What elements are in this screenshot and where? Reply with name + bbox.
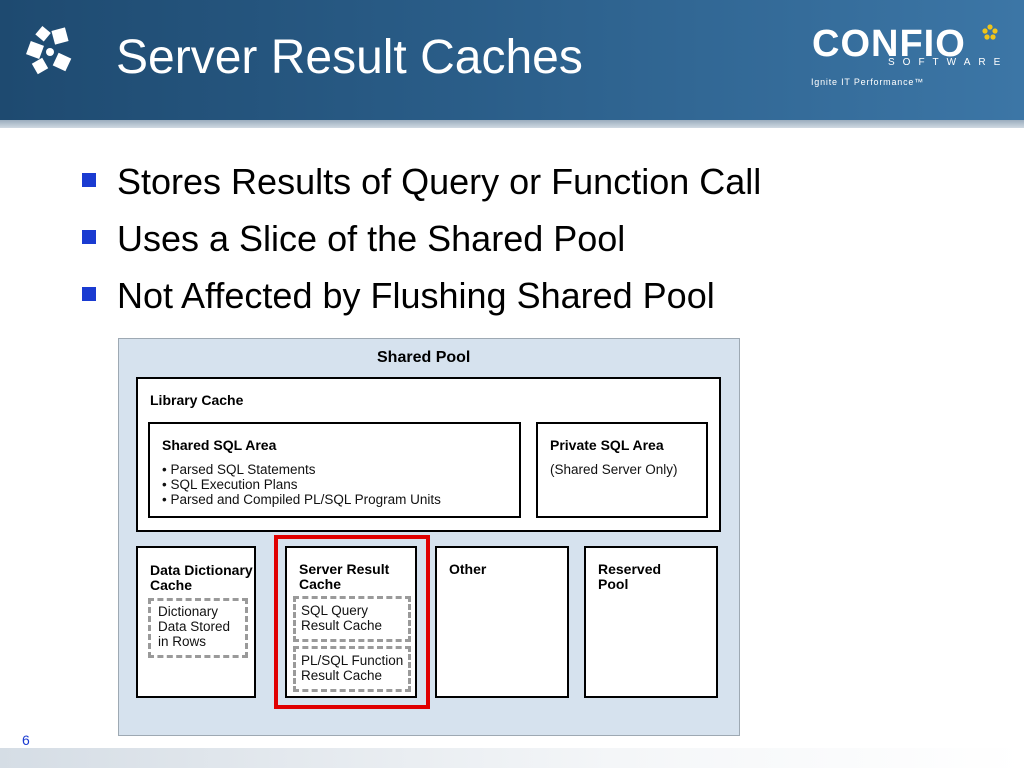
plsql-function-line: Result Cache xyxy=(301,668,383,683)
private-sql-area-title: Private SQL Area xyxy=(550,437,664,453)
bullet-text: Not Affected by Flushing Shared Pool xyxy=(117,275,715,316)
logo-wordmark: CONFIO xyxy=(812,23,966,65)
page-number: 6 xyxy=(22,732,30,748)
reserved-pool-label: Reserved xyxy=(598,561,662,577)
dictionary-rows-line: Dictionary xyxy=(158,604,219,619)
sql-query-line: Result Cache xyxy=(301,618,383,633)
private-sql-area-note: (Shared Server Only) xyxy=(550,462,678,477)
shared-sql-area-title: Shared SQL Area xyxy=(162,437,277,453)
shared-sql-area-box: Shared SQL Area • Parsed SQL Statements … xyxy=(148,422,521,518)
slide-header: Server Result Caches CONFIO SOFTWARE Ign… xyxy=(0,0,1024,120)
slide-title: Server Result Caches xyxy=(116,31,583,84)
data-dictionary-title: Data Dictionary xyxy=(150,562,253,578)
logo-star-icon xyxy=(982,24,998,40)
sql-query-line: SQL Query xyxy=(301,603,369,618)
dictionary-rows-line: in Rows xyxy=(158,634,207,649)
plsql-function-line: PL/SQL Function xyxy=(301,653,404,668)
shared-pool-label: Shared Pool xyxy=(377,349,471,366)
server-result-cache-highlight xyxy=(274,535,430,709)
data-dictionary-title-line2: Cache xyxy=(150,577,193,593)
bullet-text: Stores Results of Query or Function Call xyxy=(117,161,762,202)
reserved-pool-label-line2: Pool xyxy=(598,576,629,592)
shared-sql-item: • Parsed and Compiled PL/SQL Program Uni… xyxy=(162,492,441,507)
server-result-cache-title: Server Result xyxy=(299,561,390,577)
shared-sql-item: • Parsed SQL Statements xyxy=(162,462,316,477)
data-dictionary-cache-box: Data Dictionary Cache Dictionary Data St… xyxy=(136,546,256,698)
confio-logo: CONFIO SOFTWARE Ignite IT Performance™ xyxy=(811,22,1002,92)
bullet-text: Uses a Slice of the Shared Pool xyxy=(117,218,626,259)
header-divider xyxy=(0,120,1024,128)
reserved-pool-box: Reserved Pool xyxy=(584,546,718,698)
logo-software: SOFTWARE xyxy=(888,57,1009,68)
library-cache-label: Library Cache xyxy=(150,392,244,408)
other-box: Other xyxy=(435,546,569,698)
footer-strip xyxy=(0,748,1024,768)
plsql-function-result-cache-box: PL/SQL Function Result Cache xyxy=(293,646,411,692)
sql-query-result-cache-box: SQL Query Result Cache xyxy=(293,596,411,642)
bullet-square-icon xyxy=(82,230,96,244)
shared-pool-diagram: Shared Pool Library Cache Shared SQL Are… xyxy=(118,338,740,736)
confio-flower-icon xyxy=(26,25,72,75)
server-result-cache-title-line2: Cache xyxy=(299,576,342,592)
server-result-cache-box: Server Result Cache SQL Query Result Cac… xyxy=(285,546,417,698)
dictionary-rows-line: Data Stored xyxy=(158,619,231,634)
other-label: Other xyxy=(449,561,487,577)
private-sql-area-box: Private SQL Area (Shared Server Only) xyxy=(536,422,708,518)
bullet-square-icon xyxy=(82,173,96,187)
shared-sql-item: • SQL Execution Plans xyxy=(162,477,298,492)
logo-tagline: Ignite IT Performance™ xyxy=(811,77,924,87)
dictionary-rows-box: Dictionary Data Stored in Rows xyxy=(148,598,248,658)
bullet-square-icon xyxy=(82,287,96,301)
library-cache-box: Library Cache Shared SQL Area • Parsed S… xyxy=(136,377,721,532)
